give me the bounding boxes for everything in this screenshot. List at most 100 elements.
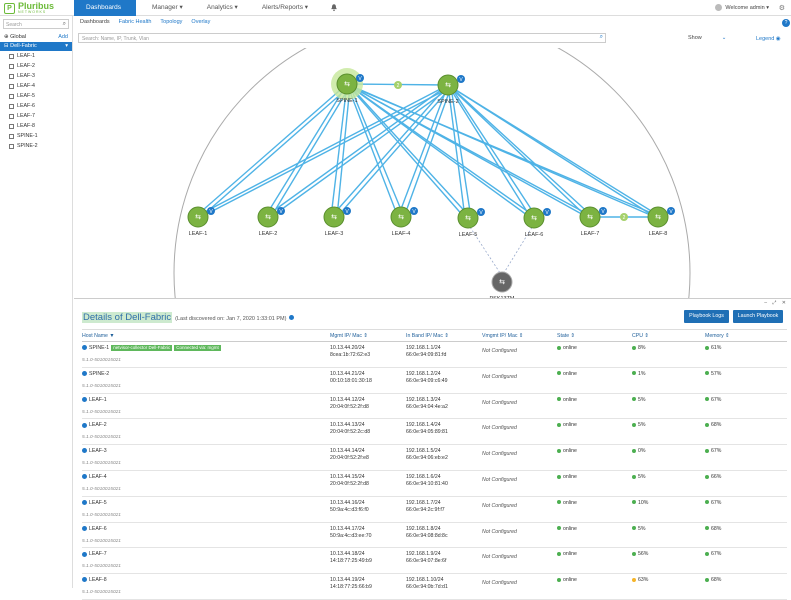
memory-dot	[705, 423, 709, 428]
sidebar-item-leaf-4[interactable]: LEAF-4	[9, 81, 72, 91]
checkbox[interactable]	[9, 93, 14, 99]
column-header[interactable]: Host Name ▼	[82, 332, 115, 339]
help-icon[interactable]: ?	[782, 19, 790, 27]
memory-value: 61%	[711, 345, 722, 351]
status-dot	[557, 552, 561, 556]
sidebar-item-leaf-2[interactable]: LEAF-2	[9, 61, 72, 71]
host-version: 5.1.0-5010015021	[82, 512, 121, 518]
expand-icon[interactable]	[82, 499, 87, 505]
main-nav: Dashboards ▾ Manager ▾ Analytics ▾ Alert…	[74, 0, 320, 27]
nav-manager[interactable]: Manager ▾	[152, 4, 183, 11]
node-label: LEAF-7	[581, 231, 600, 237]
user-menu[interactable]: Welcome admin ▾	[715, 4, 769, 11]
column-header[interactable]: Memory ⇕	[705, 332, 730, 339]
mgmt-mac: 20:04:0f:52:2c:d8	[330, 429, 371, 436]
column-header[interactable]: State ⇕	[557, 332, 575, 339]
host-name: LEAF-7	[89, 551, 107, 558]
expand-icon[interactable]	[82, 422, 87, 428]
playbook-logs-button[interactable]: Playbook Logs	[684, 310, 729, 323]
sidebar-item-leaf-8[interactable]: LEAF-8	[9, 121, 72, 131]
sidebar-item-leaf-3[interactable]: LEAF-3	[9, 71, 72, 81]
info-icon[interactable]	[289, 315, 295, 320]
gear-icon[interactable]: ⚙	[778, 5, 785, 12]
sidebar-item-leaf-5[interactable]: LEAF-5	[9, 91, 72, 101]
link-line	[349, 85, 472, 219]
memory-value: 68%	[711, 577, 722, 584]
checkbox[interactable]	[9, 53, 14, 59]
expand-icon[interactable]	[82, 448, 87, 454]
tab-overlay[interactable]: Overlay	[191, 18, 211, 25]
sidebar-item-leaf-6[interactable]: LEAF-6	[9, 101, 72, 111]
checkbox[interactable]	[9, 133, 14, 139]
expand-icon[interactable]	[82, 474, 87, 480]
legend-toggle[interactable]: Legend ◉	[756, 36, 781, 42]
search-icon[interactable]: ⌕	[62, 21, 66, 27]
checkbox[interactable]	[9, 73, 14, 79]
column-header[interactable]: Mgmt IP/ Mac ⇕	[330, 332, 368, 339]
switch-icon	[579, 206, 601, 228]
sidebar-item-spine-1[interactable]: SPINE-1	[9, 131, 72, 141]
add-button[interactable]: Add	[58, 34, 68, 40]
search-icon[interactable]: ⌕	[599, 34, 603, 40]
checkbox[interactable]	[9, 63, 14, 69]
host-version: 5.1.0-5010015021	[82, 590, 121, 596]
checkbox[interactable]	[9, 143, 14, 149]
nav-dashboards[interactable]: Dashboards ▾	[74, 0, 136, 27]
state-text: online	[563, 370, 577, 377]
tab-dashboards[interactable]: Dashboards	[80, 18, 110, 25]
mgmt-ip: 10.13.44.19/24	[330, 577, 365, 584]
checkbox[interactable]	[9, 123, 14, 129]
sidebar-item-leaf-7[interactable]: LEAF-7	[9, 111, 72, 121]
host-name: LEAF-2	[89, 422, 107, 429]
sidebar-search-input[interactable]: Search⌕	[3, 19, 69, 29]
link-line	[270, 86, 452, 218]
sidebar-item-leaf-1[interactable]: LEAF-1	[9, 51, 72, 61]
memory-dot	[705, 500, 709, 505]
show-dropdown[interactable]: Show⌄	[688, 35, 727, 41]
column-header[interactable]: Vmgmt IP/ Mac ⇕	[482, 332, 524, 339]
nav-analytics[interactable]: Analytics ▾	[206, 4, 238, 11]
expand-icon[interactable]	[82, 345, 87, 351]
panel-window-controls[interactable]: – ⤢ ✕	[764, 300, 788, 306]
expand-icon[interactable]	[82, 551, 87, 557]
topology-search-input[interactable]: Search: Name, IP, Trunk, Vlan⌕	[78, 33, 606, 43]
eye-icon: ◉	[775, 36, 781, 42]
memory-value: 57%	[711, 370, 722, 377]
checkbox[interactable]	[9, 103, 14, 109]
node-label: SPINE-2	[437, 99, 458, 105]
expand-icon[interactable]	[82, 370, 87, 376]
bell-icon[interactable]	[330, 3, 338, 12]
tab-topology[interactable]: Topology	[160, 18, 183, 25]
vrouter-badge-icon	[667, 207, 675, 215]
column-header[interactable]: CPU ⇕	[632, 332, 649, 339]
expand-icon[interactable]	[82, 577, 87, 583]
column-header[interactable]: In Band IP/ Mac ⇕	[406, 332, 449, 339]
status-dot	[557, 423, 561, 428]
tab-fabric-health[interactable]: Fabric Health	[118, 18, 152, 25]
sidebar-global[interactable]: ⊕ Global	[4, 34, 27, 40]
sidebar-item-spine-2[interactable]: SPINE-2	[9, 141, 72, 151]
switch-icon	[323, 206, 345, 228]
link-line	[450, 86, 472, 219]
checkbox[interactable]	[9, 113, 14, 119]
checkbox[interactable]	[9, 83, 14, 89]
launch-playbook-button[interactable]: Launch Playbook	[733, 310, 783, 323]
sidebar-fabric-item[interactable]: ⊟ Dell-Fabric▾	[0, 42, 72, 51]
expand-icon[interactable]	[82, 525, 87, 531]
chevron-down-icon[interactable]: ▾	[65, 43, 68, 49]
expand-icon[interactable]	[82, 396, 87, 402]
nav-alerts-reports[interactable]: Alerts/Reports ▾	[261, 4, 309, 11]
